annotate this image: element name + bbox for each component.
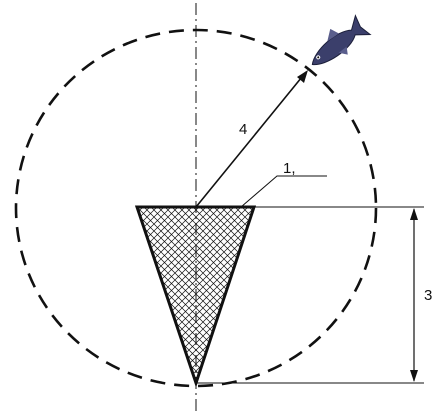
net-label-leader xyxy=(240,175,327,208)
arrowhead-icon xyxy=(297,70,308,83)
net-label: 1, xyxy=(283,160,296,177)
vector-label: 4 xyxy=(239,121,247,138)
net-cone xyxy=(134,205,257,388)
arrowhead-icon xyxy=(410,370,418,382)
depth-label: 3 xyxy=(424,287,432,304)
arrowhead-icon xyxy=(410,208,418,220)
fish-icon xyxy=(311,14,372,65)
vector-arrow xyxy=(195,71,307,208)
